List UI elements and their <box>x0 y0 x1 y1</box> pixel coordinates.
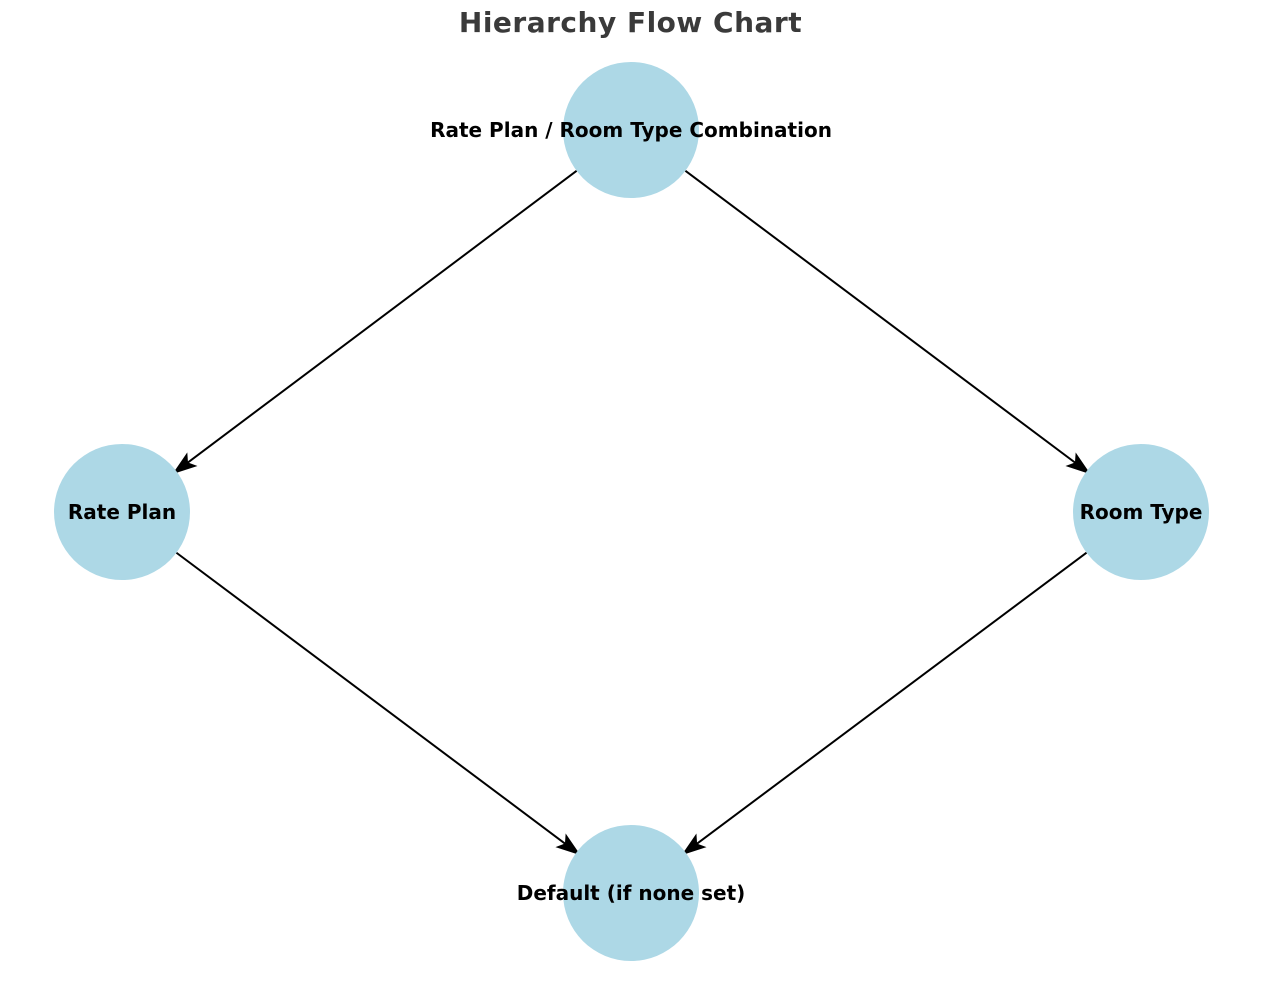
node-layer <box>54 62 1209 961</box>
edge-combination-to-room-type <box>684 169 1091 475</box>
node-combination <box>563 62 699 198</box>
chart-title: Hierarchy Flow Chart <box>458 6 803 39</box>
node-label-combination: Rate Plan / Room Type Combination <box>430 118 832 142</box>
edge-rate-plan-to-default <box>175 551 581 856</box>
node-label-room-type: Room Type <box>1079 500 1203 524</box>
edge-room-type-to-default <box>681 551 1088 856</box>
node-default <box>563 825 699 961</box>
node-label-rate-plan: Rate Plan <box>67 500 177 524</box>
edge-layer <box>172 169 1091 856</box>
node-room-type <box>1073 444 1209 580</box>
edge-combination-to-rate-plan <box>172 170 578 475</box>
node-rate-plan <box>54 444 190 580</box>
node-label-default: Default (if none set) <box>516 881 746 905</box>
